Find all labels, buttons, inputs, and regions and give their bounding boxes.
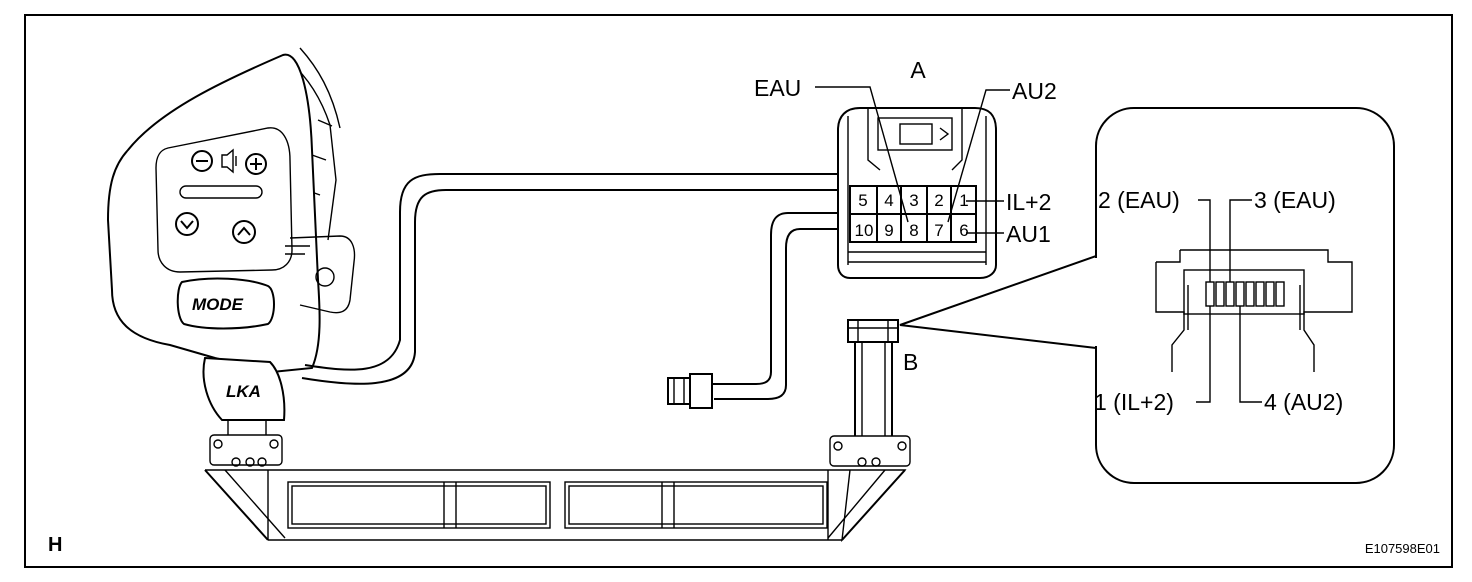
pin-5: 5: [858, 191, 867, 210]
flat-harness: [204, 469, 907, 543]
harness-block-right: [564, 481, 828, 529]
connector-b: B: [829, 319, 918, 467]
mode-button: [176, 277, 275, 330]
leader-eau: [815, 86, 909, 223]
mode-button-label: MODE: [192, 295, 244, 314]
leader-detail-pin4: [1239, 306, 1262, 403]
connector-a: 5 4 3 2 1 10 9 8 7 6 A EAU AU2 IL+2 AU1: [754, 57, 1057, 279]
wiring: [301, 173, 845, 409]
pin-10: 10: [855, 221, 874, 240]
connector-b-detail: 2 (EAU) 3 (EAU) 1 (IL+2) 4 (AU2): [899, 107, 1395, 484]
detail-callout-box: [1095, 107, 1395, 484]
callout-eau: EAU: [754, 75, 801, 101]
callout-detail-pin1: 1 (IL+2): [1094, 389, 1174, 415]
pin-6: 6: [959, 221, 968, 240]
pin-8: 8: [909, 221, 918, 240]
wire-switch-to-a-inner: [301, 189, 845, 385]
speaker-icon: [221, 148, 234, 174]
callout-detail-pin4: 4 (AU2): [1264, 389, 1343, 415]
lka-button: [202, 356, 286, 421]
lka-button-label: LKA: [226, 382, 261, 401]
pin-1: 1: [959, 191, 968, 210]
connector-b-letter: B: [903, 349, 918, 375]
pin-2: 2: [934, 191, 943, 210]
callout-au1: AU1: [1006, 221, 1051, 247]
callout-detail-pin2: 2 (EAU): [1098, 187, 1180, 213]
wire-switch-to-a-outer: [304, 173, 845, 371]
wire-a-to-lead-inner: [714, 228, 845, 400]
lead-plug: [667, 377, 691, 405]
seek-down-icon: [175, 212, 199, 236]
pin-7: 7: [934, 221, 943, 240]
callout-il2: IL+2: [1006, 189, 1051, 215]
leader-detail-pin3: [1229, 199, 1252, 282]
connector-a-letter: A: [910, 57, 926, 83]
leader-detail-pin2: [1198, 199, 1211, 282]
callout-detail-pin3: 3 (EAU): [1254, 187, 1336, 213]
corner-letter: H: [48, 534, 62, 556]
figure-frame: [24, 14, 1453, 568]
connector-b-body: [847, 319, 899, 343]
harness-block-left: [287, 481, 551, 529]
figure-ref-code: E107598E01: [1365, 541, 1440, 556]
volume-down-icon: [191, 150, 213, 172]
steering-pad-switch: MODE LKA: [106, 47, 356, 467]
track-bar: [179, 185, 263, 199]
volume-up-icon: [245, 153, 267, 175]
pin-4: 4: [884, 191, 893, 210]
pin-3: 3: [909, 191, 918, 210]
leader-au2: [947, 89, 1010, 223]
pin-9: 9: [884, 221, 893, 240]
callout-au2: AU2: [1012, 78, 1057, 104]
seek-up-icon: [232, 220, 256, 244]
leader-detail-pin1: [1196, 306, 1211, 403]
wire-a-to-lead-outer: [712, 212, 845, 385]
